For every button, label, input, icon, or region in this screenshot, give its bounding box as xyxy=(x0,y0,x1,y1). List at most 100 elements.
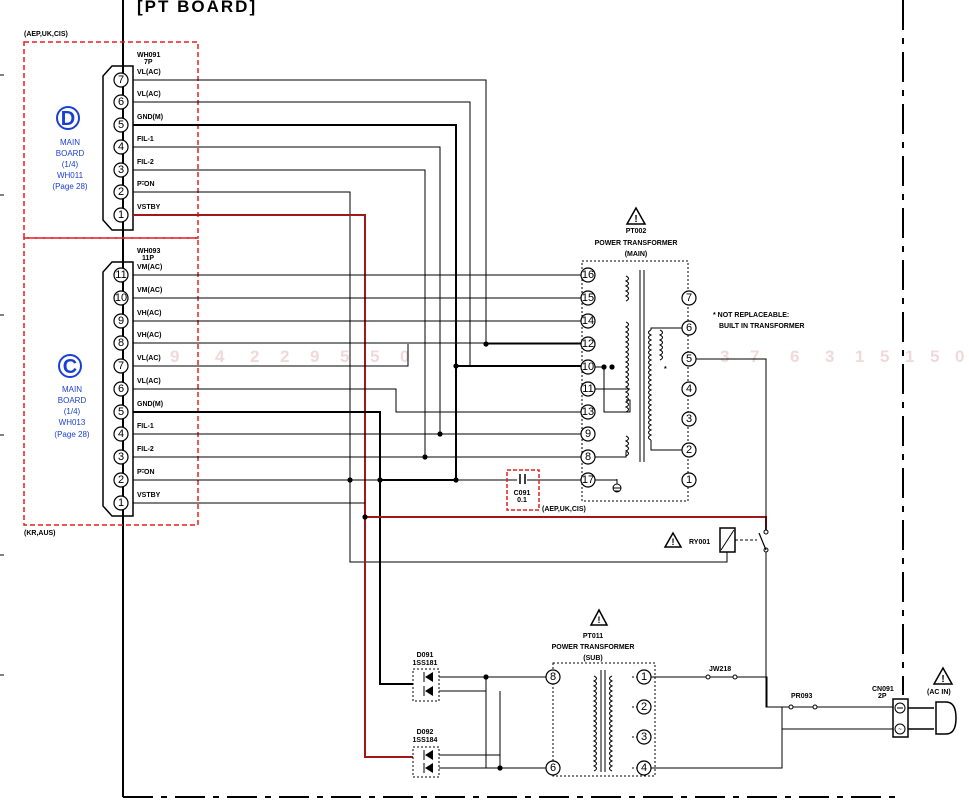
board-c-badge-letter: C xyxy=(63,356,77,378)
wh091-pin-signal: VSTBY xyxy=(137,204,161,211)
wh091-body xyxy=(102,65,134,231)
cn091-ref: CN091 xyxy=(872,686,894,693)
pt002-primary-pin-number: 15 xyxy=(582,292,594,304)
watermark-digit: 2 xyxy=(280,347,289,366)
d091-diode: D091 1SS181 xyxy=(412,652,440,702)
pr093-label: PR093 xyxy=(791,693,813,700)
pt011-sub: (SUB) xyxy=(583,655,602,662)
wh091-pin-signal: VL(AC) xyxy=(137,91,161,98)
pt011-left-pin-number: 8 xyxy=(550,671,556,683)
coil-winding xyxy=(624,435,629,457)
wh093-pin-circle xyxy=(113,358,129,374)
frame xyxy=(122,0,904,798)
pt002-secondary-pin-circle xyxy=(681,290,697,306)
board-d-name: MAIN xyxy=(60,138,80,147)
wh093-pin-circle xyxy=(113,381,129,397)
board-d-name: (Page 28) xyxy=(52,182,87,191)
pt011-outline xyxy=(552,662,656,777)
pt002-secondary-pin-number: 7 xyxy=(686,292,692,304)
wh091-connector: WH091 7P 7VL(AC)6VL(AC)5GND(M)4FIL-13FIL… xyxy=(102,52,163,231)
wire xyxy=(133,388,581,413)
board-d-label: D MAIN BOARD (1/4) WH011 (Page 28) xyxy=(52,106,88,191)
wh093-pin-number: 8 xyxy=(118,337,124,349)
c091-value: 0.1 xyxy=(517,497,527,504)
pt002-secondary-pin-number: 1 xyxy=(686,474,692,486)
wh091-pin-circle xyxy=(113,184,129,200)
jw218-label: JW218 xyxy=(709,666,731,673)
pt002-primary-pin-circle xyxy=(580,336,596,352)
pt002-primary-pin-number: 8 xyxy=(585,451,591,463)
board-d-badge xyxy=(56,106,80,130)
wire xyxy=(765,550,783,757)
wh093-pin-number: 6 xyxy=(118,383,124,395)
coil-winding xyxy=(624,321,629,413)
junction-dot xyxy=(422,454,428,460)
region-label-bottom: (KR,AUS) xyxy=(24,530,56,537)
pt011-right-pin-number: 2 xyxy=(641,701,647,713)
region-box-bottom xyxy=(23,237,199,526)
svg-text:!: ! xyxy=(634,214,637,225)
watermark-digit: 5 xyxy=(930,347,939,366)
board-d-name: WH011 xyxy=(57,171,84,180)
wire xyxy=(133,191,728,563)
watermark-digit: 1 xyxy=(855,347,864,366)
watermark-digit: 5 xyxy=(880,347,889,366)
board-d-badge-letter: D xyxy=(61,108,75,130)
pt002-secondary-pin-number: 6 xyxy=(686,322,692,334)
board-c-name: BOARD xyxy=(58,396,87,405)
pt002-primary-pin-number: 11 xyxy=(582,383,593,395)
coil-winding xyxy=(648,329,653,441)
pt002-primary-pin-circle xyxy=(580,313,596,329)
pt011-right-pin-circle xyxy=(636,760,652,776)
junction-dot xyxy=(437,431,443,437)
wh093-pin-circle xyxy=(113,495,129,511)
wh093-pin-number: 3 xyxy=(118,451,124,463)
wire xyxy=(133,101,471,366)
pt002-primary-pin-circle xyxy=(580,472,596,488)
pt002-secondary-pin-circle xyxy=(681,411,697,427)
wire xyxy=(696,358,767,532)
board-c-label: C MAIN BOARD (1/4) WH013 (Page 28) xyxy=(54,354,90,439)
pt002-secondary-pin-circle xyxy=(681,442,697,458)
pt002-secondary-pin-circle xyxy=(681,381,697,397)
cn091-connector: ! (AC IN) CN091 2P ~ xyxy=(872,666,957,738)
pt011-right-pin-number: 1 xyxy=(641,671,647,683)
wh093-pin-number: 10 xyxy=(115,292,127,304)
wh093-pin-signal: VL(AC) xyxy=(137,355,161,362)
pt002-outline xyxy=(581,260,689,502)
ac-plug-icon xyxy=(908,701,957,735)
watermark-digit: 3 xyxy=(720,347,729,366)
svg-text:~: ~ xyxy=(898,727,902,733)
pt002-secondary-pin-circle xyxy=(681,320,697,336)
pt011-left-pin-circle xyxy=(545,669,561,685)
cn091-label: (AC IN) xyxy=(927,689,951,696)
wire xyxy=(133,124,457,480)
wire xyxy=(133,146,441,434)
wh091-pin-number: 2 xyxy=(118,186,124,198)
pt002-primary-pin-circle xyxy=(580,359,596,375)
svg-text:!: ! xyxy=(941,674,944,685)
c091-ref: C091 xyxy=(514,490,531,497)
wh093-pin-number: 4 xyxy=(118,428,124,440)
svg-text:!: ! xyxy=(598,615,601,625)
cn091-pins-label: 2P xyxy=(878,693,887,700)
pt011-warning-icon: ! xyxy=(589,608,609,626)
pt002-sub: (MAIN) xyxy=(625,251,648,258)
wh093-pin-number: 1 xyxy=(118,497,124,509)
pt011-left-pin-number: 6 xyxy=(550,762,556,774)
watermark-digit: 6 xyxy=(790,347,799,366)
wh093-name: WH093 xyxy=(137,248,160,255)
pt011-name: POWER TRANSFORMER xyxy=(552,644,635,651)
board-c-name: (Page 28) xyxy=(54,430,89,439)
wh093-pin-number: 7 xyxy=(118,360,124,372)
pt002-secondary-pin-circle xyxy=(681,472,697,488)
wh093-pin-circle xyxy=(113,404,129,420)
wh093-pin-signal: P-ON xyxy=(137,469,155,476)
coil-winding xyxy=(609,675,614,772)
pt011-ref: PT011 xyxy=(583,633,603,640)
ry001-ref: RY001 xyxy=(689,539,710,546)
board-c-name: WH013 xyxy=(59,418,86,427)
pt002-note-line1: * NOT REPLACEABLE: xyxy=(713,312,789,319)
